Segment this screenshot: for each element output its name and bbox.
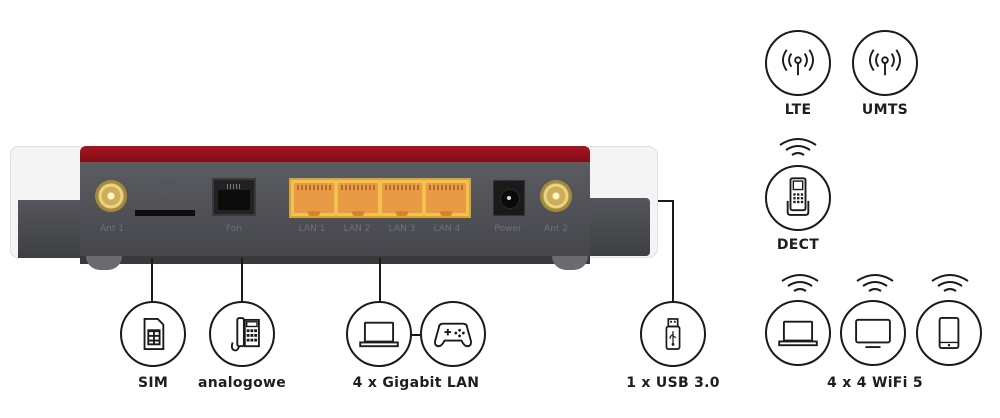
- antenna-connector-1: [95, 180, 127, 212]
- monitor-icon: [855, 318, 891, 349]
- wifi-waves-icon: [781, 274, 819, 292]
- wifi-waves-icon: [779, 138, 817, 156]
- connector-lan: [379, 258, 381, 302]
- umts-label: UMTS: [861, 102, 909, 118]
- tablet-icon: [938, 317, 960, 349]
- cordless-phone-icon: [786, 177, 810, 216]
- port-label-ant2: Ant 2: [544, 224, 568, 234]
- port-label-ant1: Ant 1: [100, 224, 124, 234]
- router-base: [80, 256, 590, 264]
- antenna-connector-2: [540, 180, 572, 212]
- analog-label: analogowe: [197, 375, 287, 391]
- router-left-cap-dark: [18, 200, 82, 258]
- wifi-tablet-circle: [916, 300, 982, 366]
- port-label-lan1: LAN 1: [298, 224, 326, 234]
- gamepad-icon: [434, 322, 472, 348]
- power-port: [493, 180, 525, 216]
- router-foot-left: [86, 256, 122, 270]
- lan-laptop-circle: [346, 301, 412, 367]
- usb-stick-icon: [665, 318, 681, 350]
- lan-port-2: [338, 183, 378, 216]
- port-label-lan2: LAN 2: [343, 224, 371, 234]
- connector-usb-v: [672, 200, 674, 302]
- port-label-power: Power: [494, 224, 522, 234]
- router-right-cap-dark: [590, 198, 650, 256]
- lan-gamepad-circle: [420, 301, 486, 367]
- sim-slot: [135, 210, 195, 216]
- wifi-waves-icon: [856, 274, 894, 292]
- sim-feature-circle: [120, 301, 186, 367]
- lte-label: LTE: [784, 102, 812, 118]
- wifi-waves-icon: [931, 274, 969, 292]
- antenna-signal-icon: [869, 49, 901, 76]
- desk-phone-icon: [230, 317, 260, 352]
- lte-feature-circle: [765, 30, 831, 96]
- connector-lan-link: [410, 334, 422, 336]
- connector-sim: [151, 258, 153, 302]
- lan-ports: [289, 178, 471, 218]
- usb-label: 1 x USB 3.0: [626, 375, 720, 391]
- usb-feature-circle: [640, 301, 706, 367]
- dect-feature-circle: [765, 165, 831, 231]
- sim-slot-marker: [160, 180, 172, 194]
- connector-analog: [241, 258, 243, 302]
- wifi-label: 4 x 4 WiFi 5: [827, 375, 923, 391]
- wifi-monitor-circle: [840, 300, 906, 366]
- lan-port-4: [426, 183, 466, 216]
- connector-usb-h: [658, 200, 674, 202]
- analog-feature-circle: [209, 301, 275, 367]
- antenna-signal-icon: [782, 49, 814, 76]
- laptop-icon: [359, 321, 399, 348]
- fon-port: [212, 178, 256, 216]
- port-label-fon: Fon: [225, 224, 243, 234]
- lan-port-1: [294, 183, 334, 216]
- sim-label: SIM: [137, 375, 169, 391]
- dect-label: DECT: [776, 237, 820, 253]
- lan-port-3: [382, 183, 422, 216]
- sim-card-icon: [143, 318, 165, 350]
- port-label-lan4: LAN 4: [433, 224, 461, 234]
- wifi-laptop-circle: [765, 300, 831, 366]
- router-foot-right: [552, 256, 588, 270]
- router-top-red: [80, 146, 590, 166]
- laptop-icon: [778, 320, 818, 347]
- lan-label: 4 x Gigabit LAN: [352, 375, 480, 391]
- umts-feature-circle: [852, 30, 918, 96]
- port-label-lan3: LAN 3: [388, 224, 416, 234]
